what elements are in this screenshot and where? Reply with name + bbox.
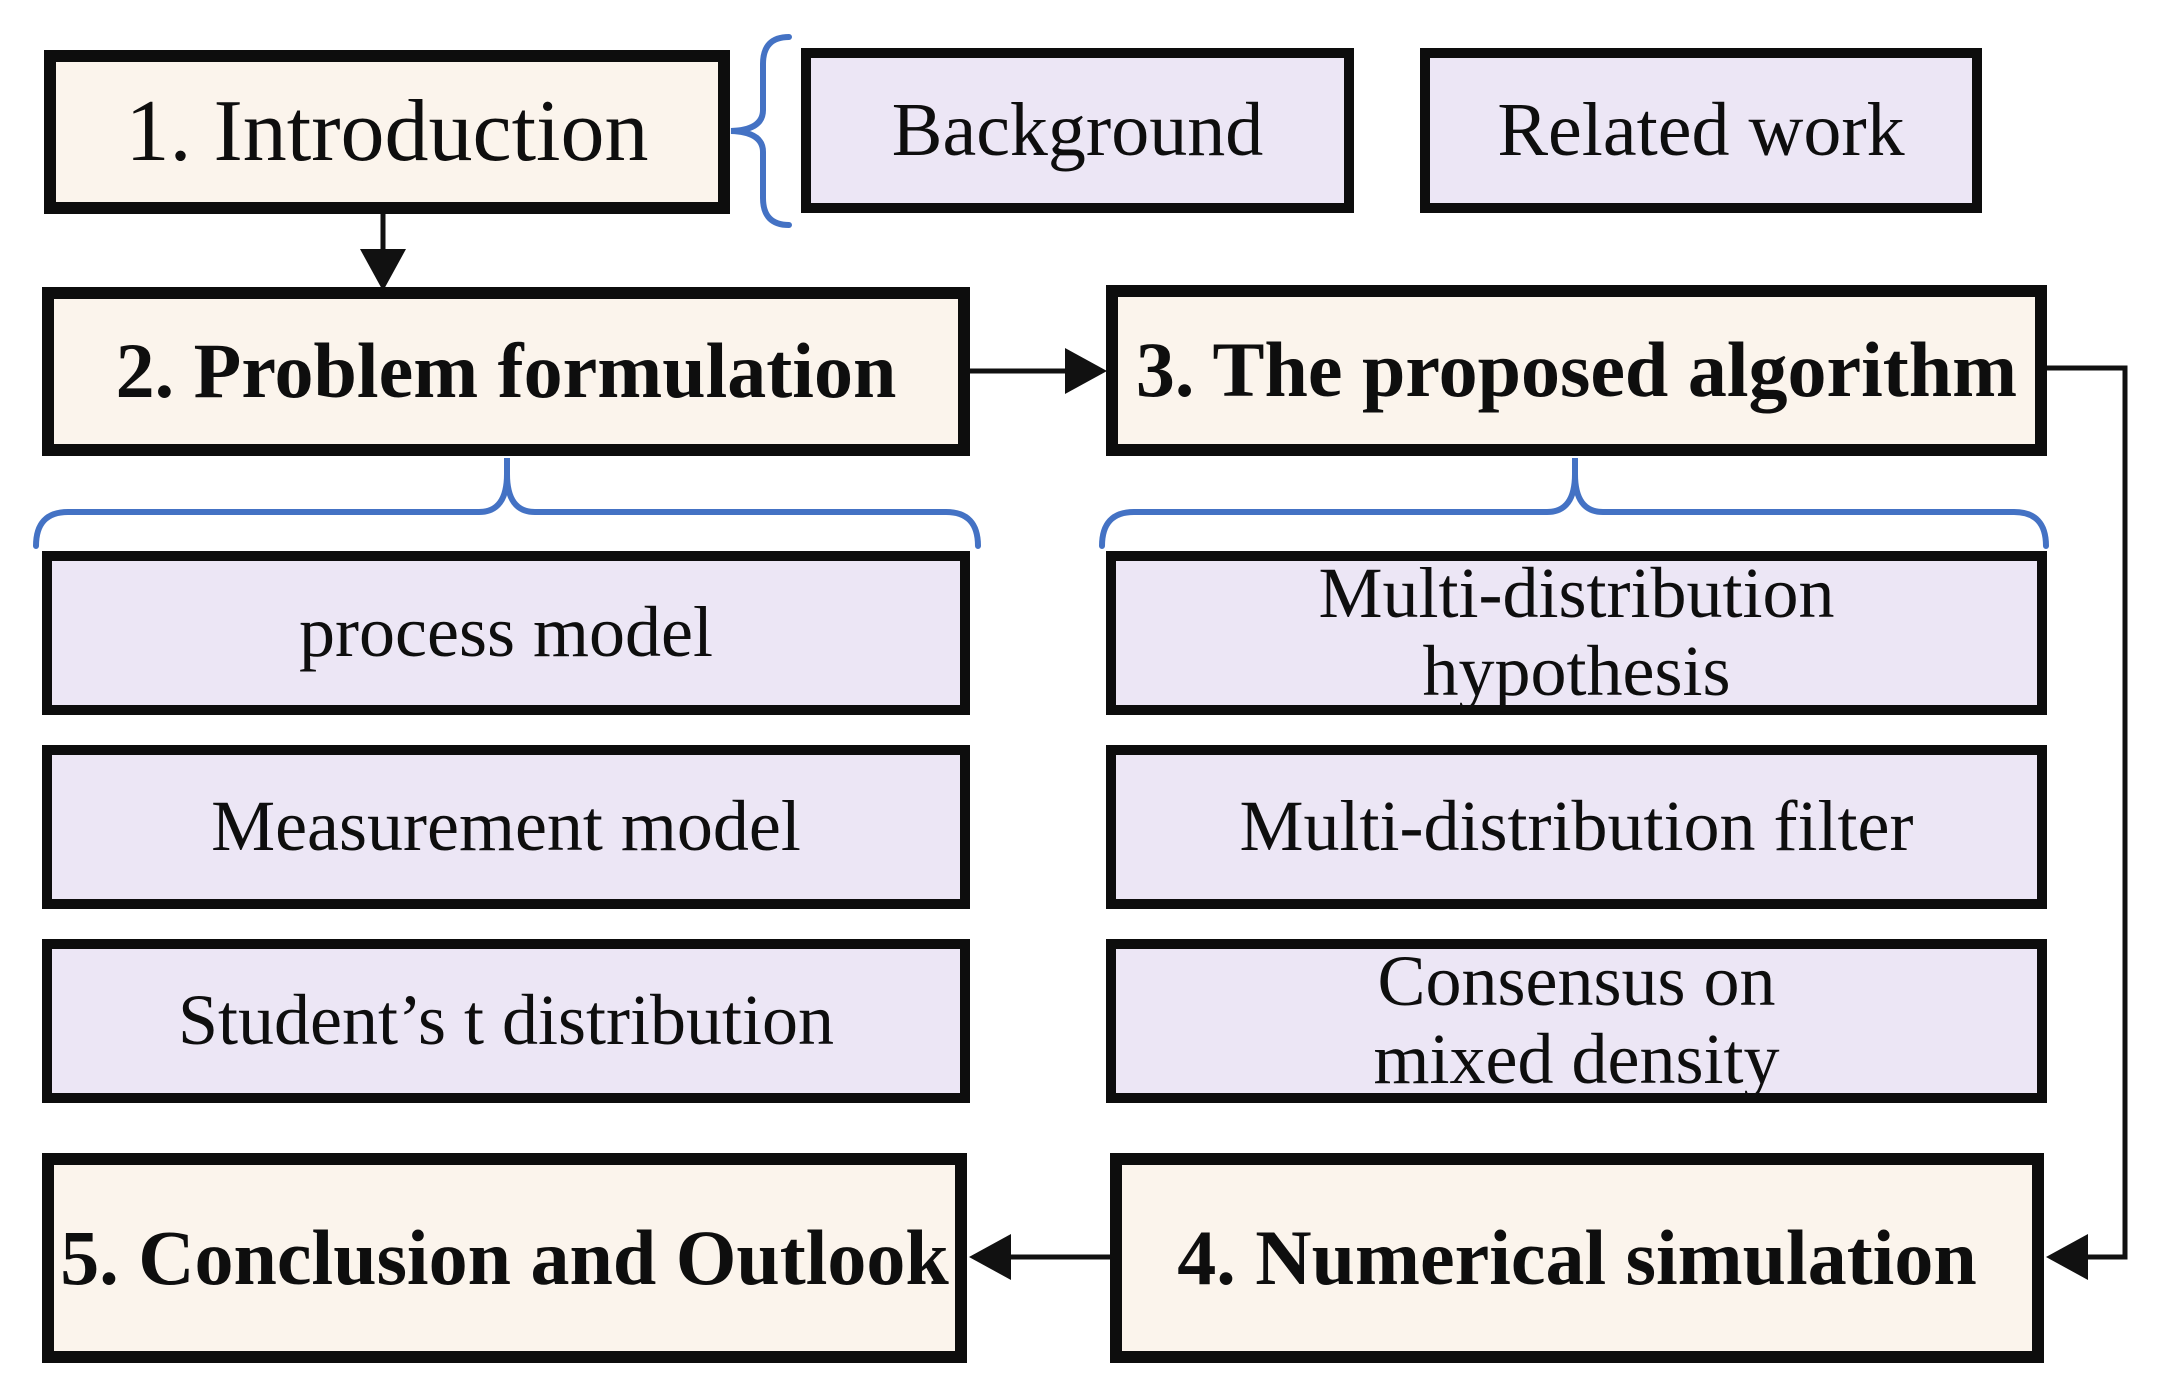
node-consensus-mixed-density: Consensus on mixed density [1106,939,2047,1103]
arrow-problem-to-algorithm [970,348,1107,394]
node-conclusion-outlook: 5. Conclusion and Outlook [42,1153,967,1363]
brace-introduction [730,34,792,228]
node-introduction: 1. Introduction [44,50,730,214]
node-numerical-simulation: 4. Numerical simulation [1110,1153,2044,1363]
node-multi-distribution-filter: Multi-distribution filter [1106,745,2047,909]
arrow-algorithm-to-simulation [2046,365,2128,1280]
brace-proposed-algorithm [1099,458,2049,549]
arrow-intro-to-problem [360,213,406,291]
node-background: Background [801,48,1354,213]
node-problem-formulation: 2. Problem formulation [42,287,970,456]
node-students-t-distribution: Student’s t distribution [42,939,970,1103]
arrow-simulation-to-conclusion [969,1234,1110,1280]
node-proposed-algorithm: 3. The proposed algorithm [1106,285,2047,456]
node-measurement-model: Measurement model [42,745,970,909]
brace-problem-formulation [33,458,981,549]
node-related-work: Related work [1420,48,1982,213]
node-multi-distribution-hypothesis: Multi-distribution hypothesis [1106,551,2047,715]
node-process-model: process model [42,551,970,715]
